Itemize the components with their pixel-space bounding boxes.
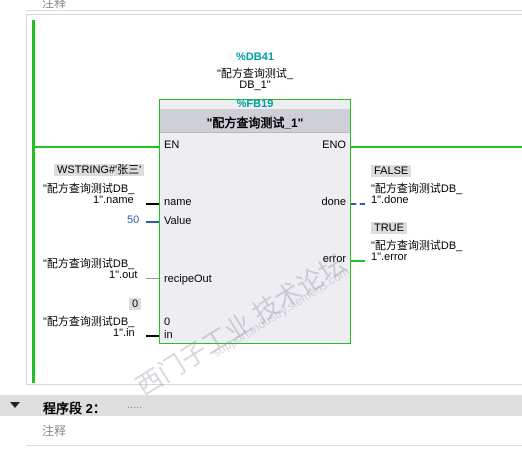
out-operand-line2[interactable]: 1".out xyxy=(109,269,138,281)
eno-wire xyxy=(351,146,522,148)
pin-in-monitor-value: 0 xyxy=(164,316,171,328)
en-wire xyxy=(35,146,159,148)
done-operand-line2[interactable]: 1".done xyxy=(371,194,409,206)
block-type: %FB19 xyxy=(236,98,274,110)
pin-name[interactable]: name xyxy=(164,196,192,208)
done-wire xyxy=(351,203,365,205)
power-rail xyxy=(32,20,35,383)
pin-eno[interactable]: ENO xyxy=(322,139,346,151)
pin-value[interactable]: Value xyxy=(164,215,192,227)
instance-db-symbol-line1[interactable]: "配方查询测试_ xyxy=(216,68,294,80)
error-operand-line2[interactable]: 1".error xyxy=(371,251,408,263)
pin-done[interactable]: done xyxy=(321,196,346,208)
name-wire xyxy=(146,203,159,205)
error-monitor-value: TRUE xyxy=(371,222,407,235)
out-operand-line1[interactable]: "配方查询测试DB_ xyxy=(43,258,135,270)
network-2-title[interactable]: 程序段 2： xyxy=(43,401,106,416)
in-operand-line2[interactable]: 1".in xyxy=(113,327,135,339)
instance-db-symbol-line2[interactable]: DB_1" xyxy=(239,79,271,91)
network-2-title-placeholder[interactable]: ..... xyxy=(127,399,143,411)
in-monitor-value: 0 xyxy=(129,298,142,311)
pin-error[interactable]: error xyxy=(322,253,346,265)
pin-en[interactable]: EN xyxy=(164,139,180,151)
collapse-triangle-icon[interactable] xyxy=(10,402,20,408)
divider xyxy=(26,445,522,446)
block-header xyxy=(160,109,350,133)
divider xyxy=(26,10,522,11)
value-wire xyxy=(146,221,159,223)
pin-recipe-out[interactable]: recipeOut xyxy=(164,273,212,285)
pin-in[interactable]: in xyxy=(164,329,173,341)
name-monitor-value: WSTRING#'张三' xyxy=(54,164,145,177)
name-operand-line2[interactable]: 1".name xyxy=(93,194,134,206)
network-2-comment[interactable]: 注释 xyxy=(42,424,67,438)
in-operand-line1[interactable]: "配方查询测试DB_ xyxy=(43,316,135,328)
error-operand-line1[interactable]: "配方查询测试DB_ xyxy=(371,240,463,252)
network-2-header[interactable] xyxy=(0,395,522,416)
done-operand-line1[interactable]: "配方查询测试DB_ xyxy=(371,183,463,195)
value-constant[interactable]: 50 xyxy=(127,214,140,226)
done-monitor-value: FALSE xyxy=(371,165,412,178)
recipe-out-wire xyxy=(146,278,159,279)
in-wire xyxy=(146,335,159,337)
name-operand-line1[interactable]: "配方查询测试DB_ xyxy=(43,183,135,195)
instance-db-number[interactable]: %DB41 xyxy=(236,51,274,63)
error-wire xyxy=(351,260,365,262)
top-comment[interactable]: 注释 xyxy=(42,0,67,10)
function-block[interactable]: %FB19 "配方查询测试_1" EN ENO name Value recip… xyxy=(159,98,351,344)
block-title[interactable]: "配方查询测试_1" xyxy=(206,116,304,130)
